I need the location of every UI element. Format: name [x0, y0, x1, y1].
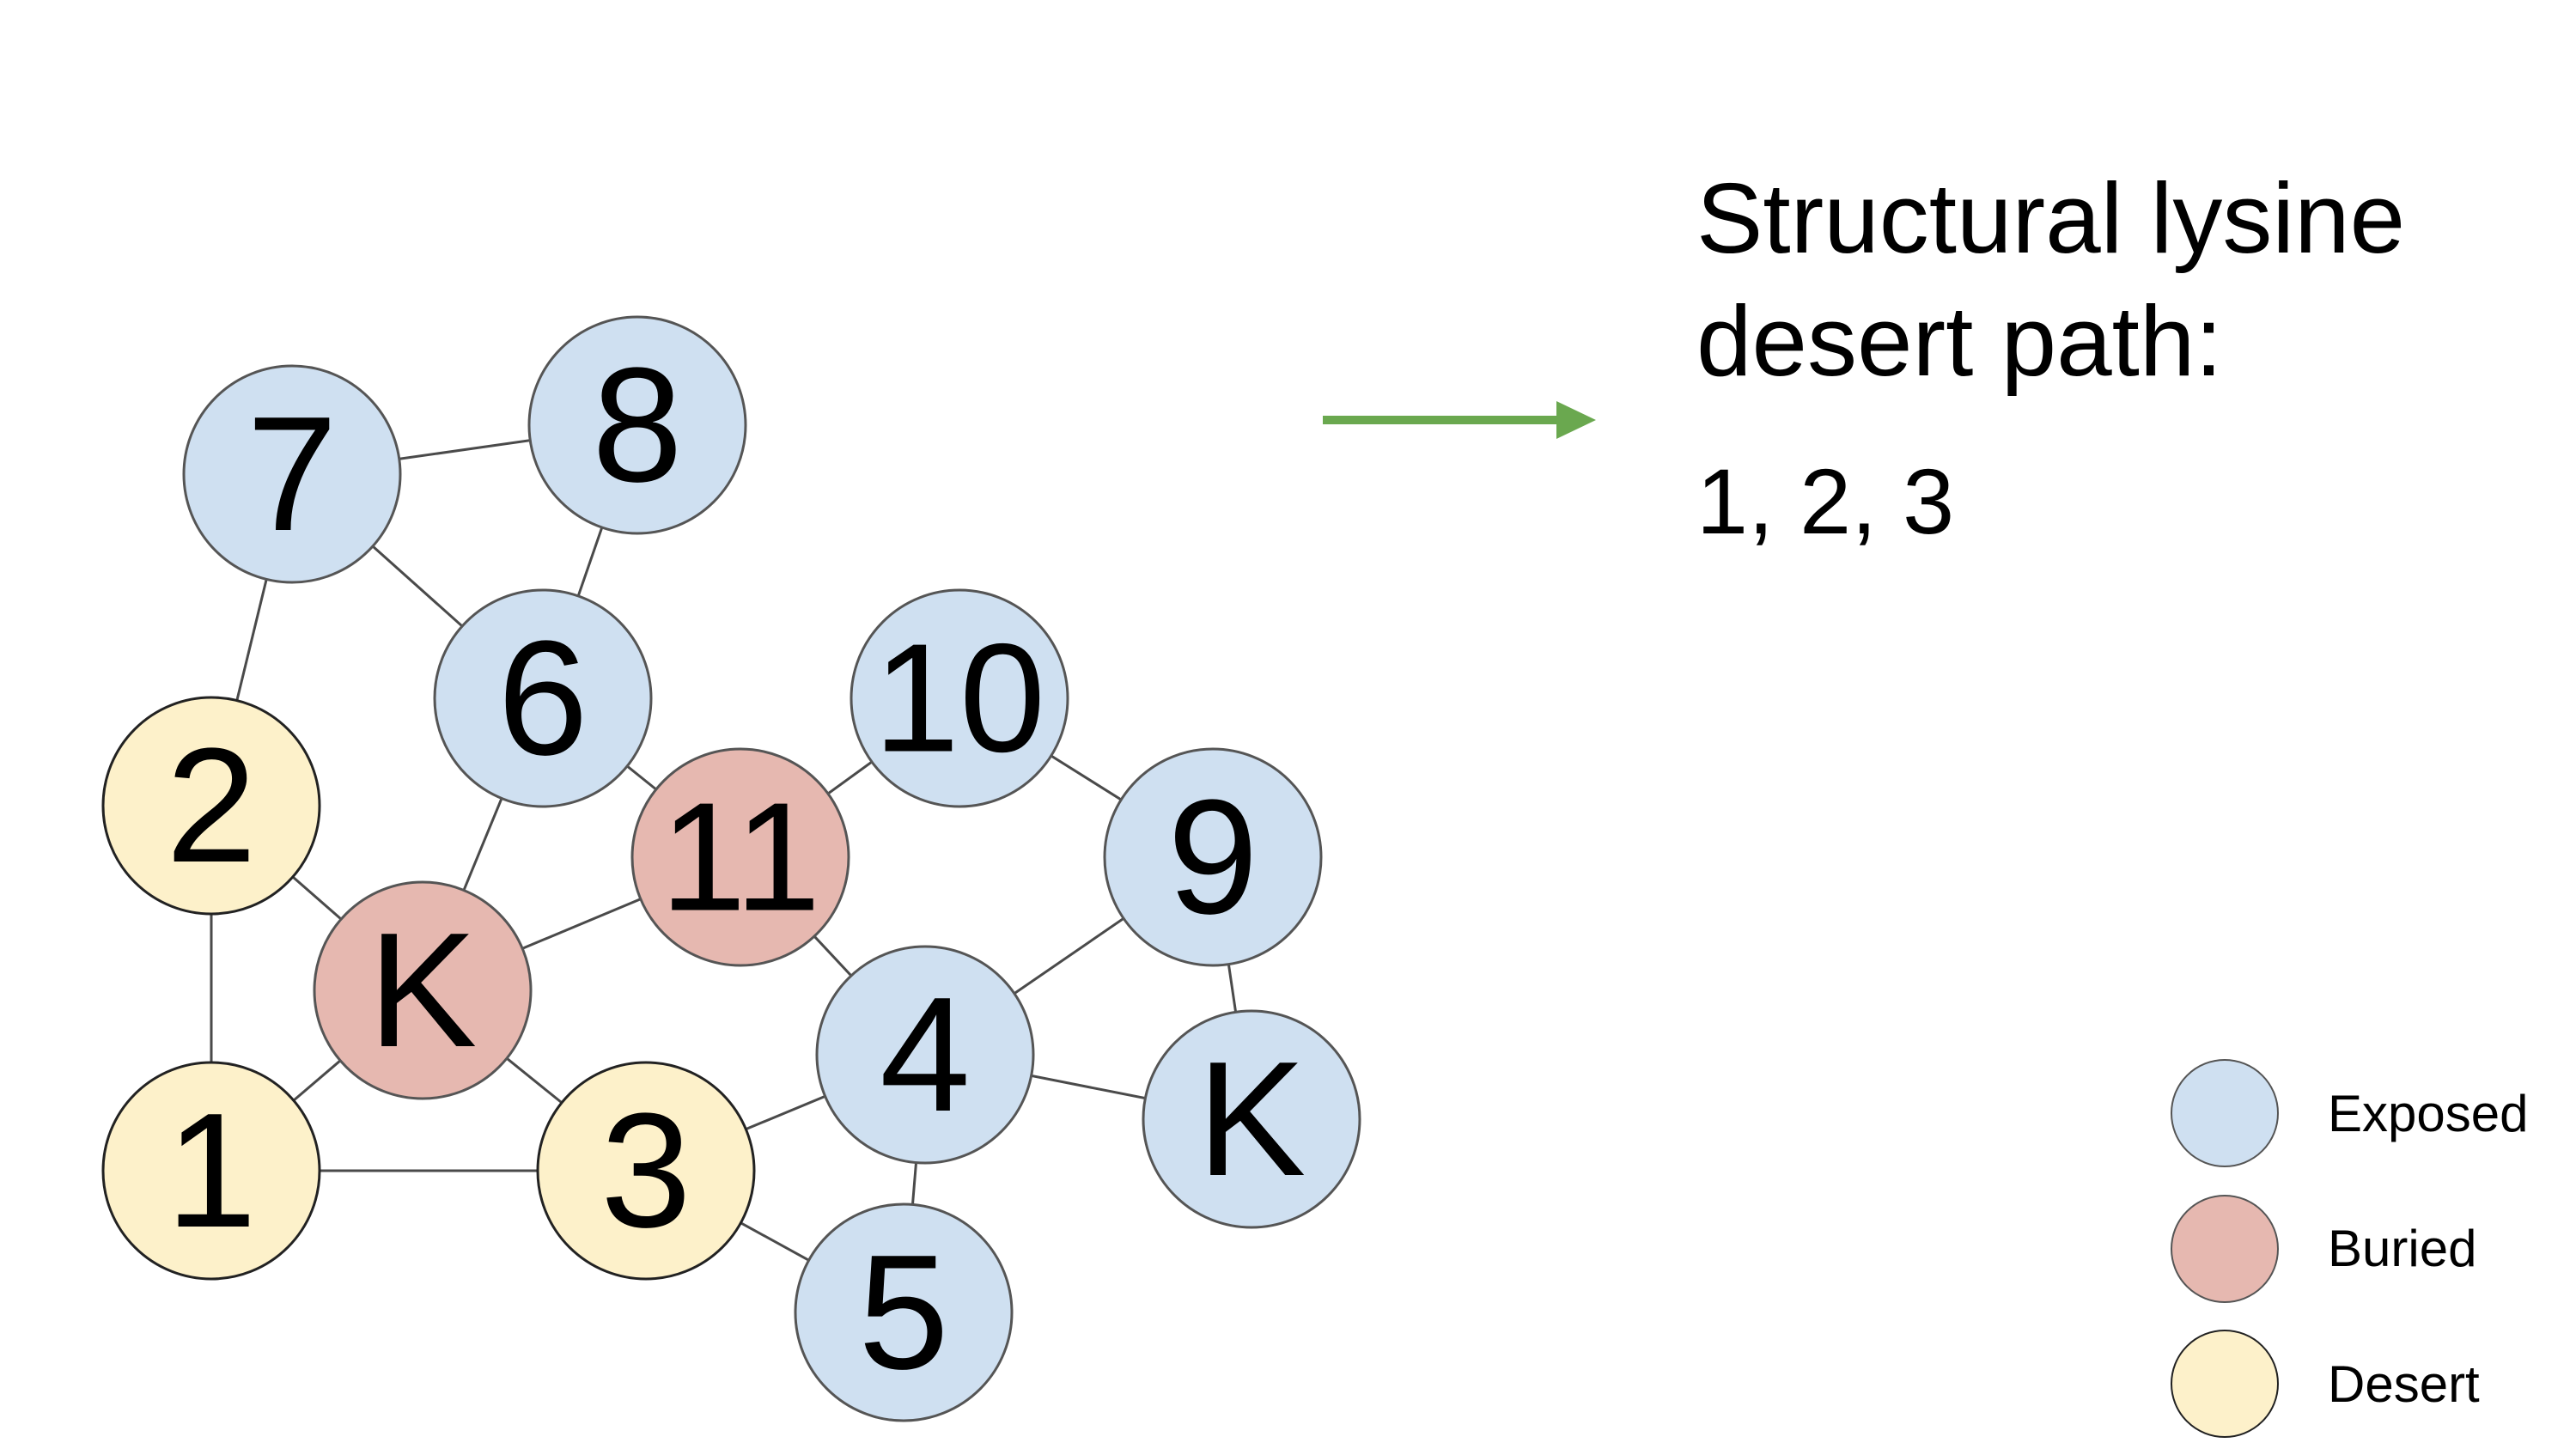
- node-label: 5: [858, 1221, 949, 1403]
- node-label: 10: [874, 612, 1045, 785]
- node-circle-exposed: [850, 588, 1069, 808]
- result-arrow: [1323, 401, 1596, 439]
- node-n9: 9: [1103, 747, 1323, 967]
- node-label: 2: [166, 715, 257, 897]
- node-n8: 8: [527, 315, 747, 535]
- legend-swatch-buried: [2171, 1195, 2279, 1303]
- result-title-line-1: Structural lysine: [1696, 162, 2406, 274]
- node-label: 11: [661, 771, 821, 944]
- node-circle-desert: [101, 1061, 321, 1281]
- node-circle-exposed: [815, 945, 1035, 1165]
- node-label: 7: [247, 383, 338, 565]
- node-n3: 3: [536, 1061, 756, 1281]
- node-label: 4: [880, 964, 971, 1146]
- node-n6: 6: [433, 588, 653, 808]
- legend-label-exposed: Exposed: [2328, 1085, 2529, 1142]
- node-circle-exposed: [794, 1202, 1014, 1422]
- legend-swatch-exposed: [2171, 1059, 2279, 1167]
- node-n11: 11: [630, 747, 850, 967]
- node-circle-exposed: [1142, 1009, 1361, 1229]
- node-label: 6: [497, 607, 588, 789]
- node-n7: 7: [182, 364, 402, 584]
- node-circle-exposed: [182, 364, 402, 584]
- node-circle-exposed: [433, 588, 653, 808]
- node-circle-buried: [630, 747, 850, 967]
- node-label: 3: [600, 1080, 691, 1262]
- node-n5: 5: [794, 1202, 1014, 1422]
- node-nK1: K: [313, 880, 533, 1100]
- node-label: K: [368, 899, 478, 1081]
- result-title-line-2: desert path:: [1696, 285, 2223, 397]
- node-n1: 1: [101, 1061, 321, 1281]
- legend: [2171, 1059, 2279, 1438]
- legend-label-desert: Desert: [2328, 1355, 2480, 1413]
- node-circle-exposed: [527, 315, 747, 535]
- node-label: K: [1197, 1028, 1306, 1210]
- node-circle-desert: [101, 696, 321, 916]
- node-circle-exposed: [1103, 747, 1323, 967]
- node-label: 8: [592, 334, 683, 516]
- node-n10: 10: [850, 588, 1069, 808]
- arrow-head: [1556, 401, 1596, 439]
- node-nK2: K: [1142, 1009, 1361, 1229]
- node-n2: 2: [101, 696, 321, 916]
- node-n4: 4: [815, 945, 1035, 1165]
- legend-swatch-desert: [2171, 1330, 2279, 1438]
- node-label: 1: [166, 1080, 257, 1262]
- legend-label-buried: Buried: [2328, 1220, 2477, 1277]
- node-circle-buried: [313, 880, 533, 1100]
- node-label: 9: [1167, 766, 1258, 948]
- node-circle-desert: [536, 1061, 756, 1281]
- desert-path-values: 1, 2, 3: [1696, 449, 1955, 553]
